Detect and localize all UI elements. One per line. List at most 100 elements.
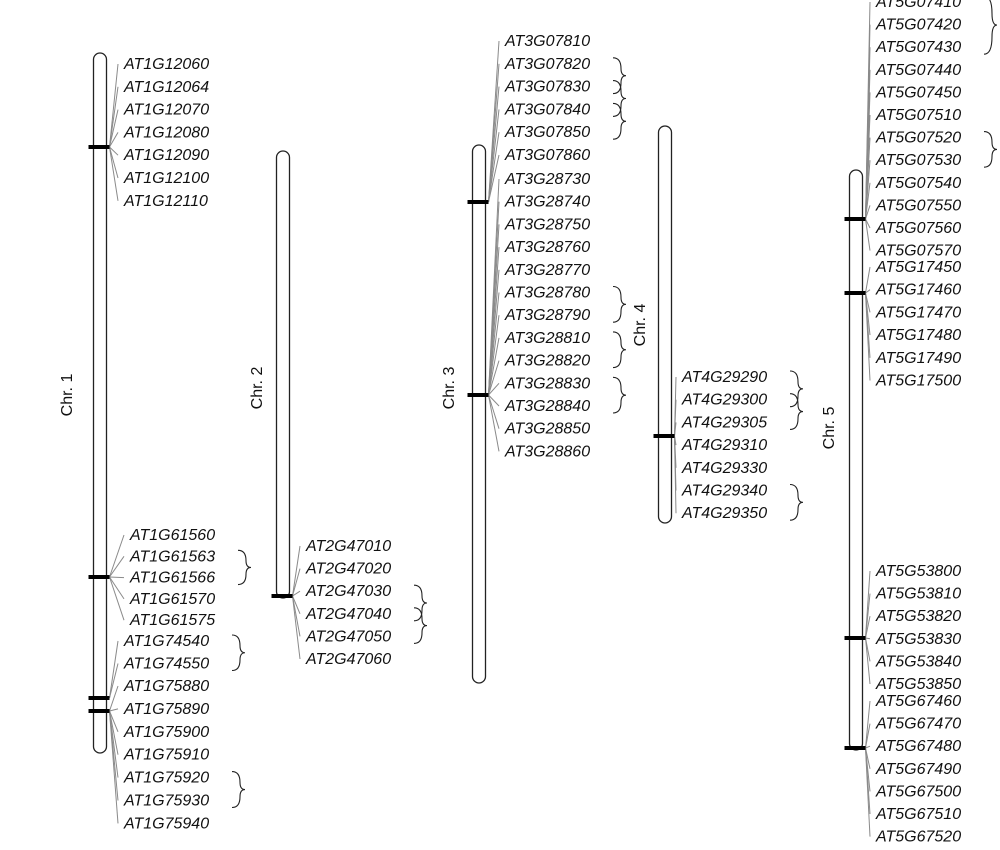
gene-label: AT5G53820 — [875, 608, 961, 625]
chromosome-label: Chr. 2 — [249, 367, 266, 410]
gene-label: AT5G07530 — [875, 152, 961, 169]
gene-label: AT1G75900 — [123, 724, 209, 741]
connector-line — [109, 146, 119, 201]
gene-label: AT1G12080 — [123, 124, 209, 141]
gene-label: AT4G29340 — [681, 483, 767, 500]
tandem-bracket — [789, 393, 804, 430]
gene-label: AT5G67480 — [875, 738, 961, 755]
gene-label: AT5G53850 — [875, 676, 961, 693]
connector-line — [109, 556, 125, 578]
connector-line — [865, 218, 871, 251]
gene-label: AT5G07430 — [875, 39, 961, 56]
gene-label: AT5G53840 — [875, 653, 961, 670]
gene-label: AT5G53800 — [875, 563, 961, 580]
gene-label: AT5G67510 — [875, 806, 961, 823]
gene-label: AT3G07820 — [504, 56, 590, 73]
gene-label: AT5G67490 — [875, 761, 961, 778]
gene-label: AT1G61563 — [129, 548, 215, 565]
chromosome-3-body — [471, 144, 487, 684]
tandem-bracket — [612, 102, 627, 140]
chromosome-label: Chr. 4 — [632, 304, 649, 347]
gene-label: AT5G07570 — [875, 243, 961, 260]
gene-label-layer: Chr. 1AT1G12060AT1G12064AT1G12070AT1G120… — [59, 0, 961, 846]
gene-label: AT1G75880 — [123, 678, 209, 695]
gene-label: AT1G12070 — [123, 102, 209, 119]
connector-line — [865, 723, 871, 749]
tandem-bracket — [789, 483, 804, 521]
connector-line — [109, 708, 119, 712]
connector-line — [109, 576, 125, 579]
connector-line — [865, 292, 871, 381]
gene-label: AT4G29300 — [681, 392, 767, 409]
gene-label: AT2G47010 — [305, 538, 391, 555]
gene-label: AT5G53810 — [875, 586, 961, 603]
gene-label: AT3G28740 — [504, 194, 590, 211]
gene-label: AT5G67460 — [875, 693, 961, 710]
chromosome-label: Chr. 3 — [441, 367, 458, 410]
chromosome-label: Chr. 5 — [821, 407, 838, 450]
chromosome-layer — [92, 52, 864, 754]
gene-label: AT1G75890 — [123, 701, 209, 718]
chromosome-1-body — [92, 52, 108, 754]
tandem-bracket — [231, 634, 246, 672]
gene-label: AT3G28760 — [504, 239, 590, 256]
connector-line — [865, 616, 871, 639]
gene-label: AT5G07520 — [875, 130, 961, 147]
gene-label: AT5G07510 — [875, 107, 961, 124]
gene-label: AT1G74540 — [123, 633, 209, 650]
gene-label: AT5G07560 — [875, 220, 961, 237]
gene-label: AT5G07540 — [875, 175, 961, 192]
gene-label: AT3G28820 — [504, 353, 590, 370]
gene-label: AT1G12064 — [123, 79, 209, 96]
connector-line — [292, 590, 301, 597]
gene-label: AT3G28850 — [504, 421, 590, 438]
gene-label: AT5G17480 — [875, 327, 961, 344]
gene-label: AT5G67470 — [875, 716, 961, 733]
gene-label: AT1G12090 — [123, 147, 209, 164]
connector-line — [292, 545, 301, 597]
gene-label: AT1G61560 — [129, 527, 215, 544]
connector-line — [865, 218, 871, 229]
connector-line — [488, 337, 500, 396]
gene-label: AT2G47020 — [305, 561, 391, 578]
connector-line — [865, 266, 871, 294]
connector-line — [488, 109, 500, 203]
gene-label: AT5G07550 — [875, 197, 961, 214]
connector-line — [865, 745, 871, 749]
gene-label: AT4G29330 — [681, 460, 767, 477]
gene-label: AT4G29305 — [681, 414, 767, 431]
gene-label: AT3G28860 — [504, 443, 590, 460]
connector-line — [488, 132, 500, 203]
gene-label: AT1G75930 — [123, 793, 209, 810]
gene-label: AT3G28790 — [504, 307, 590, 324]
connector-line — [488, 394, 500, 407]
gene-label: AT3G28830 — [504, 375, 590, 392]
tandem-bracket — [612, 57, 627, 95]
connector-line — [109, 685, 119, 712]
chromosome-2-body — [275, 150, 291, 599]
chromosome-5-body — [848, 169, 864, 751]
connector-line — [109, 132, 119, 148]
gene-label: AT4G29350 — [681, 505, 767, 522]
tandem-bracket — [413, 584, 428, 622]
tandem-bracket — [789, 370, 804, 408]
connector-line — [488, 315, 500, 396]
locus-mark-layer — [88, 145, 866, 750]
gene-label: AT1G75920 — [123, 770, 209, 787]
connector-line — [488, 394, 500, 429]
gene-label: AT1G12110 — [123, 193, 208, 210]
gene-label: AT5G17460 — [875, 282, 961, 299]
gene-label: AT1G12100 — [123, 170, 209, 187]
gene-label: AT3G28840 — [504, 398, 590, 415]
connector-line — [865, 747, 871, 837]
gene-label: AT4G29310 — [681, 437, 767, 454]
connector-line — [674, 422, 677, 437]
gene-label: AT2G47060 — [305, 651, 391, 668]
gene-label: AT5G17500 — [875, 373, 961, 390]
connector-line — [109, 576, 125, 621]
gene-label: AT3G07840 — [504, 101, 590, 118]
gene-label: AT5G17450 — [875, 259, 961, 276]
connector-line — [488, 154, 500, 203]
gene-label: AT5G07450 — [875, 84, 961, 101]
gene-label: AT3G07860 — [504, 147, 590, 164]
